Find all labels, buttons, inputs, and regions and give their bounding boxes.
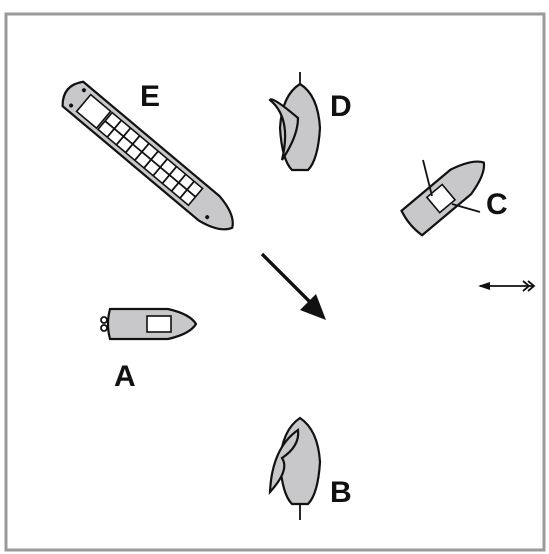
vessel-e-label: E (140, 80, 160, 113)
vessel-d-label: D (330, 90, 352, 123)
cargo-hatches (96, 111, 204, 207)
frame-border (4, 12, 546, 552)
vessel-a-label: A (114, 360, 136, 393)
vessel-c-label: C (486, 188, 508, 221)
vessel-e: E (61, 80, 234, 231)
wind-arrow (478, 280, 536, 292)
vessel-b-label: B (330, 476, 352, 509)
vessel-d: D (268, 72, 352, 172)
vessel-b: B (268, 416, 352, 520)
propeller-icon (100, 316, 108, 332)
vessel-c: C (400, 159, 508, 237)
current-arrow (260, 252, 326, 320)
vessel-a: A (100, 307, 198, 393)
